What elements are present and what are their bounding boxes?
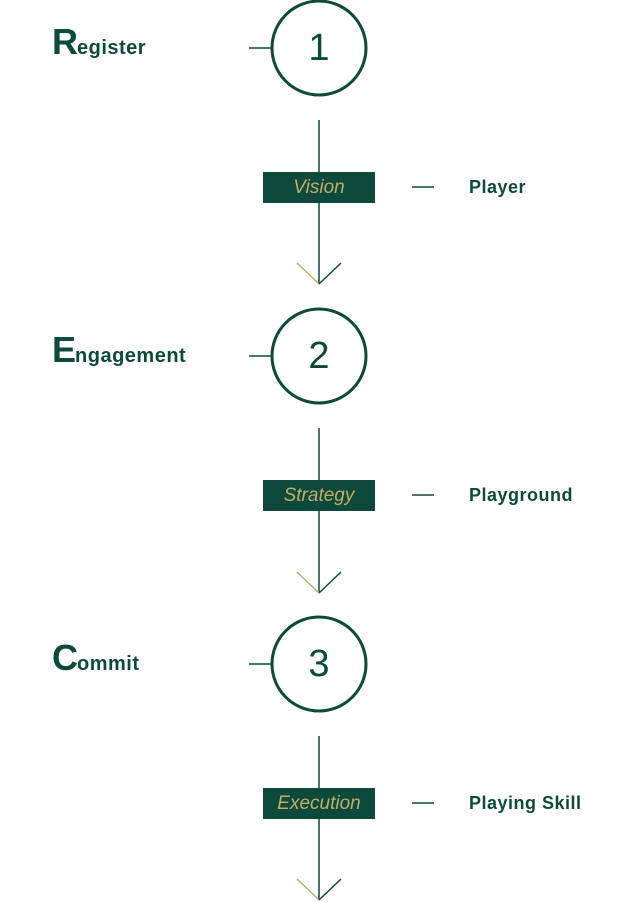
arrow-head-right-3 (318, 878, 342, 901)
step-circle-2 (270, 307, 368, 405)
arrow-head-right-2 (318, 571, 342, 594)
tag-execution: Execution (263, 788, 375, 819)
stage-initial: R (52, 21, 78, 62)
stage-rest: ommit (77, 653, 140, 675)
step-number-2: 2 (308, 334, 330, 377)
step-number-1: 1 (308, 26, 330, 69)
step-circle-3 (270, 615, 368, 713)
step-number-3: 3 (308, 642, 330, 685)
tag-strategy: Strategy (263, 480, 375, 511)
stage-rest: egister (77, 37, 147, 59)
step-circle-1 (270, 0, 368, 97)
arrow-head-left-2 (296, 571, 320, 594)
stage-initial: E (52, 329, 76, 370)
arrow-head-left-3 (296, 878, 320, 901)
stage-initial: C (52, 637, 78, 678)
arrow-head-left-1 (296, 262, 320, 285)
label-player: Player (469, 177, 527, 197)
tag-vision: Vision (263, 172, 375, 203)
arrow-head-right-1 (318, 262, 342, 285)
stage-rest: ngagement (75, 345, 187, 367)
label-playground: Playground (469, 485, 574, 505)
label-playing-skill: Playing Skill (469, 793, 582, 813)
